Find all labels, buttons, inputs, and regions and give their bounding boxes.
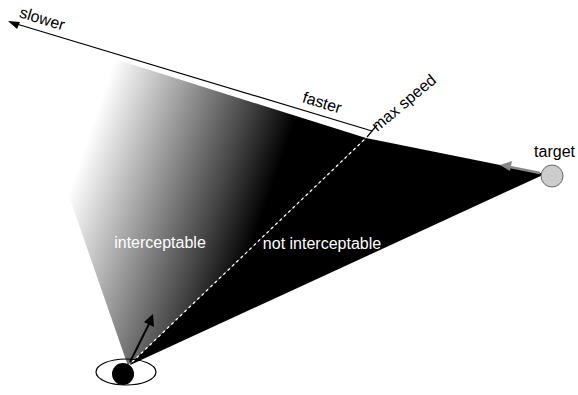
- speed-label: max speed: [369, 72, 439, 135]
- target-velocity-head: [500, 161, 512, 171]
- target-circle: [541, 165, 563, 187]
- speed-axis: [10, 22, 372, 131]
- target-velocity: [510, 167, 540, 173]
- region-label: not interceptable: [263, 236, 381, 252]
- pursuer-dot: [112, 363, 134, 385]
- speed-label: faster: [301, 89, 344, 116]
- pursuer-heading-head: [144, 314, 154, 327]
- speed-label: slower: [18, 5, 67, 34]
- speed-axis-head: [8, 21, 20, 29]
- region-label: interceptable: [114, 235, 206, 251]
- pursuer-heading: [130, 322, 150, 362]
- pursuer-ellipse: [96, 359, 156, 385]
- target-label: target: [534, 144, 575, 160]
- max-speed-boundary: [128, 138, 366, 366]
- not-interceptable-region: [128, 138, 545, 366]
